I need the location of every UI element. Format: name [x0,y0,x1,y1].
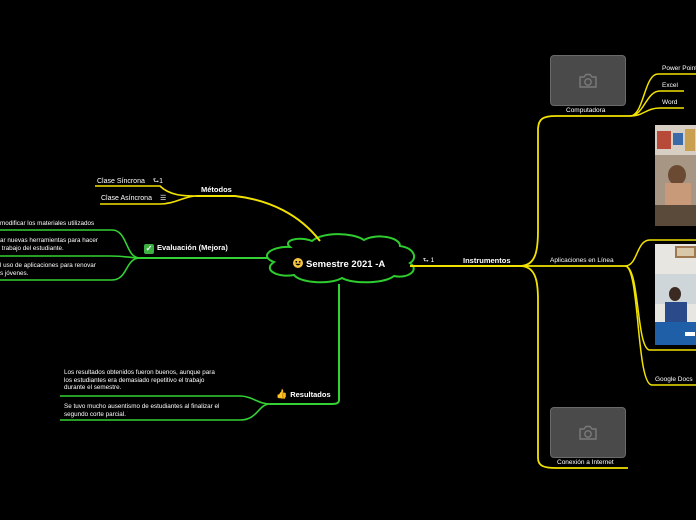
resultados-item[interactable]: Los resultados obtenidos fueron buenos, … [64,369,215,392]
root-node[interactable]: Semestre 2021 -A [293,258,385,270]
camera-icon [579,73,597,88]
computadora-item[interactable]: Word [662,99,678,106]
teacher-photo-art [655,244,696,345]
metodos-item-label: Clase Síncrona [97,178,145,185]
classroom-photo-art [655,125,696,226]
computadora-node[interactable]: Computadora [566,107,606,114]
evaluacion-item[interactable]: l uso de aplicaciones para renovar s jóv… [0,262,96,277]
notes-icon: ☰ [159,195,167,202]
resultados-item[interactable]: Se tuvo mucho ausentismo de estudiantes … [64,403,220,418]
camera-icon [579,425,597,440]
link-icon: ⮑ [152,178,160,185]
metodos-item-asincrona[interactable]: Clase Asíncrona ☰ [101,195,166,203]
computadora-item[interactable]: Power Point [662,65,696,72]
root-cloud-shape [266,233,416,284]
resultados-node[interactable]: 👍Resultados [276,390,331,399]
classroom-photo [655,125,696,226]
conexion-node[interactable]: Conexión a Internet [557,459,614,466]
evaluacion-node[interactable]: ✓Evaluación (Mejora) [144,244,228,254]
computadora-item[interactable]: Excel [662,82,678,89]
evaluacion-item[interactable]: ar nuevas herramientas para hacer trabaj… [0,237,99,252]
teacher-photo [655,244,696,345]
conexion-image-placeholder [550,407,626,458]
root-link-badge[interactable]: ⮑ 1 [423,256,434,267]
metodos-item-sincrona[interactable]: Clase Síncrona ⮑1 [97,178,163,186]
metodos-item-badge: 1 [159,178,164,185]
grinning-face-icon [293,258,303,268]
root-link-count: 1 [430,257,435,264]
metodos-item-label: Clase Asíncrona [101,195,152,202]
resultados-label: Resultados [290,390,331,399]
evaluacion-item[interactable]: modificar los materiales utilizados [0,220,95,227]
link-icon: ⮑ [423,257,429,264]
root-label: Semestre 2021 -A [306,259,386,270]
aplicaciones-node[interactable]: Aplicaciones en Línea [550,257,614,264]
thumbs-up-icon: 👍 [276,389,288,399]
metodos-node[interactable]: Métodos [201,185,232,194]
aplicaciones-item[interactable]: Google Docs [655,376,693,383]
evaluacion-label: Evaluación (Mejora) [157,243,228,252]
check-mark-icon: ✓ [144,244,154,254]
instrumentos-node[interactable]: Instrumentos [463,256,511,265]
computadora-image-placeholder [550,55,626,106]
